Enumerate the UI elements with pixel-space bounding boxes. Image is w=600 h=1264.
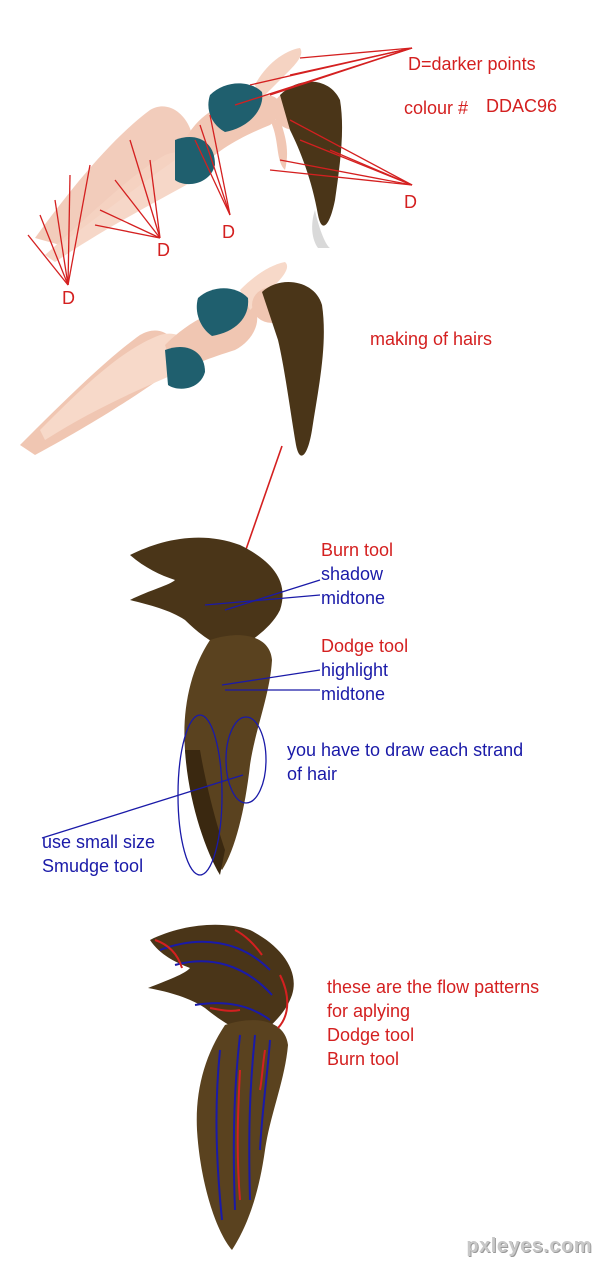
flow-note-line4: Burn tool — [327, 1049, 400, 1069]
watermark: pxleyes.com — [466, 1235, 592, 1257]
hair-detail — [41, 537, 321, 876]
strand-note-line1: you have to draw each strand — [287, 740, 524, 760]
making-of-hairs-caption: making of hairs — [370, 329, 493, 349]
flow-note-line3: Dodge tool — [327, 1025, 415, 1045]
connector-line — [242, 445, 283, 559]
d-marker: D — [222, 222, 235, 242]
d-marker: D — [62, 288, 75, 308]
flow-note-line2: for aplying — [327, 1001, 411, 1021]
figure-with-darker-points — [27, 47, 413, 286]
burn-shadow-label: shadow — [321, 564, 384, 584]
shaded-figure — [20, 262, 324, 456]
smudge-note-line1: use small size — [42, 832, 156, 852]
darker-points-legend: D=darker points — [408, 54, 536, 74]
dodge-tool-title: Dodge tool — [321, 636, 409, 656]
dodge-midtone-label: midtone — [321, 684, 386, 704]
d-marker: D — [157, 240, 170, 260]
burn-midtone-label: midtone — [321, 588, 386, 608]
d-marker: D — [404, 192, 417, 212]
burn-tool-title: Burn tool — [321, 540, 394, 560]
strand-note-line2: of hair — [287, 764, 338, 784]
smudge-note-line2: Smudge tool — [42, 856, 144, 876]
dodge-highlight-label: highlight — [321, 660, 389, 680]
colour-value: DDAC96 — [486, 96, 558, 116]
flow-pattern-hair — [148, 924, 294, 1250]
flow-note-line1: these are the flow patterns — [327, 977, 540, 997]
colour-label: colour # — [404, 98, 469, 118]
